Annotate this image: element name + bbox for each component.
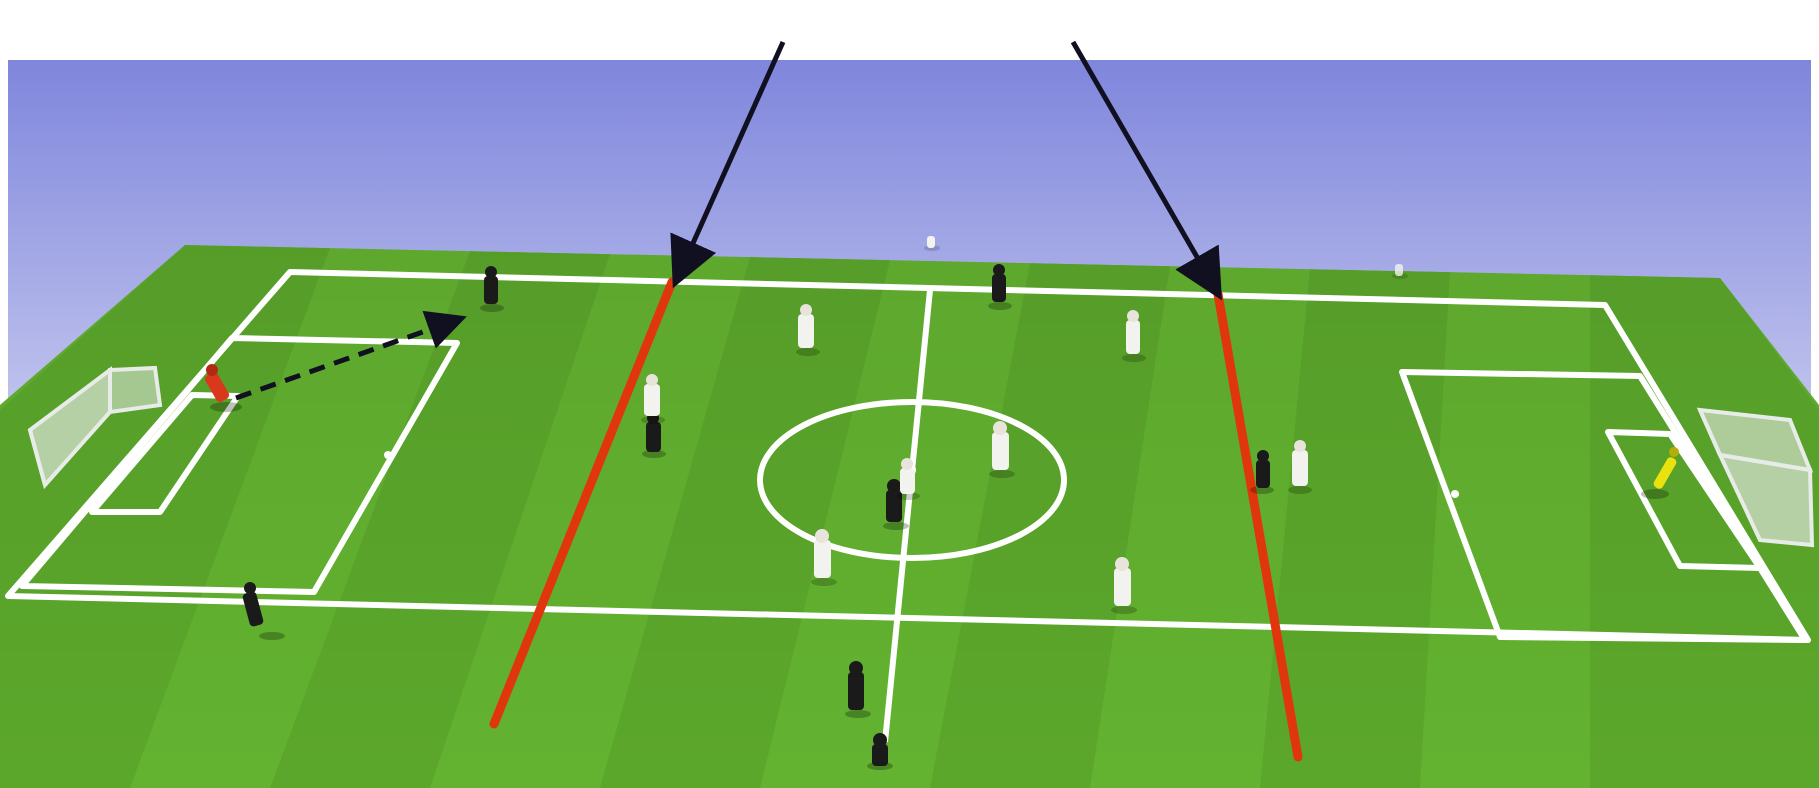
left-penalty-spot xyxy=(384,451,392,459)
ball xyxy=(437,317,447,327)
right-penalty-spot xyxy=(1451,490,1459,498)
